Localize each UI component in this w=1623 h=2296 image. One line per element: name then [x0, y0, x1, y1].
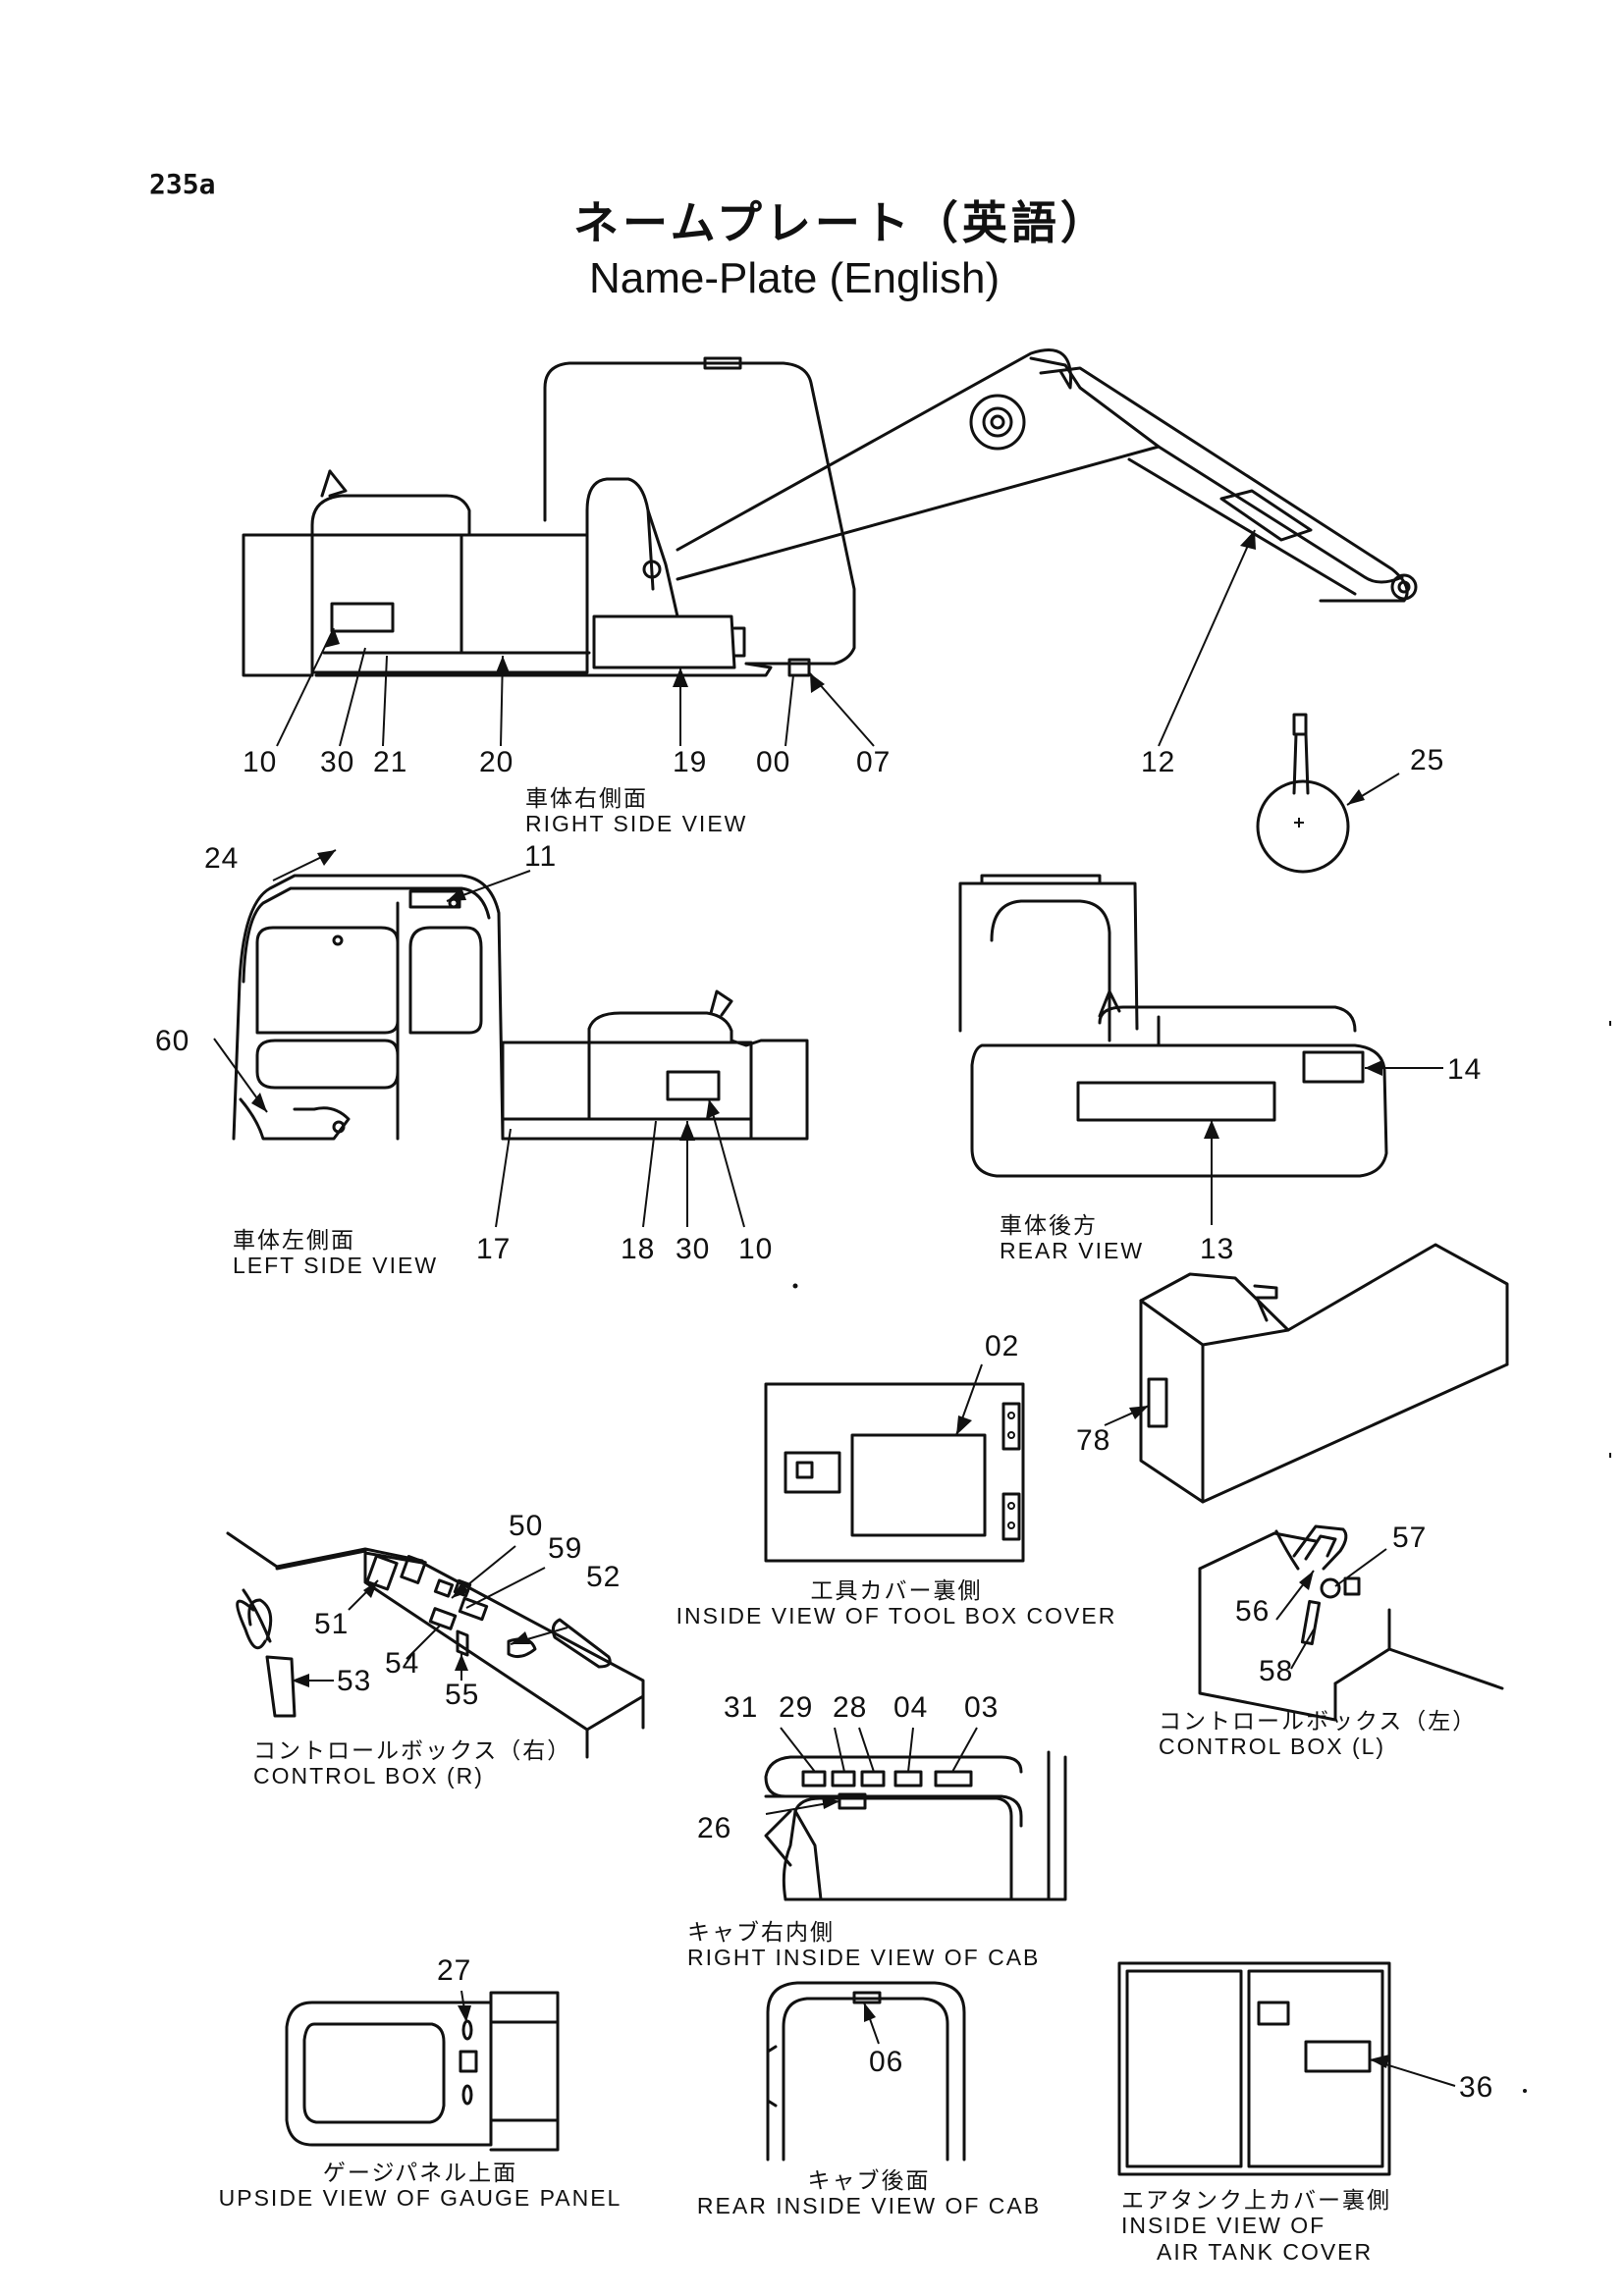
excavator-left-side-drawing	[213, 849, 809, 1228]
cab-rear-inside-caption-jp: キャブ後面	[807, 2167, 931, 2193]
callout-30-left: 30	[676, 1233, 711, 1265]
callout-51: 51	[314, 1608, 350, 1640]
title-japanese: ネームプレート（英語）	[573, 197, 1109, 248]
right-side-caption-jp: 車体右側面	[525, 785, 648, 811]
control-box-r-caption-jp: コントロールボックス（右）	[253, 1737, 572, 1763]
callout-13: 13	[1200, 1233, 1235, 1265]
callout-02: 02	[985, 1330, 1020, 1362]
control-box-l-caption-en: CONTROL BOX (L)	[1159, 1734, 1386, 1760]
callout-53: 53	[337, 1665, 372, 1697]
control-box-r-caption-en: CONTROL BOX (R)	[253, 1763, 484, 1789]
callout-24: 24	[204, 842, 240, 875]
cab-right-inside-caption-jp: キャブ右内側	[687, 1919, 835, 1945]
air-tank-caption: エアタンク上カバー裏側 INSIDE VIEW OF AIR TANK COVE…	[1121, 2187, 1391, 2265]
control-box-r-caption: コントロールボックス（右） CONTROL BOX (R)	[253, 1737, 571, 1789]
title-english: Name-Plate (English)	[589, 254, 1001, 302]
box-78-drawing	[1104, 1243, 1509, 1504]
callout-50: 50	[509, 1510, 544, 1542]
left-side-caption-en: LEFT SIDE VIEW	[233, 1253, 439, 1279]
callout-10-left: 10	[738, 1233, 774, 1265]
callout-52: 52	[586, 1561, 622, 1593]
callout-78: 78	[1076, 1424, 1111, 1457]
callout-19: 19	[673, 746, 708, 778]
callout-00: 00	[756, 746, 791, 778]
callout-27: 27	[437, 1954, 472, 1987]
left-side-caption: 車体左側面 LEFT SIDE VIEW	[233, 1227, 438, 1279]
callout-03: 03	[964, 1691, 1000, 1724]
tool-box-caption: 工具カバー裏側 INSIDE VIEW OF TOOL BOX COVER	[656, 1577, 1137, 1629]
tag-drawing	[1256, 713, 1400, 874]
air-tank-caption-en-2: AIR TANK COVER	[1157, 2238, 1374, 2265]
callout-04: 04	[893, 1691, 929, 1724]
air-tank-caption-en-1: INSIDE VIEW OF	[1121, 2213, 1326, 2239]
control-box-right-drawing	[226, 1531, 645, 1759]
callout-56: 56	[1235, 1595, 1271, 1628]
callout-12: 12	[1141, 746, 1176, 778]
callout-17: 17	[476, 1233, 512, 1265]
control-box-left-drawing	[1198, 1524, 1504, 1722]
excavator-right-side-drawing	[242, 348, 1418, 747]
gauge-panel-caption: ゲージパネル上面 UPSIDE VIEW OF GAUGE PANEL	[204, 2160, 636, 2212]
cab-rear-inside-drawing	[766, 1981, 966, 2162]
callout-26: 26	[697, 1812, 732, 1844]
callout-60: 60	[155, 1025, 190, 1057]
callout-36: 36	[1459, 2071, 1494, 2104]
cab-rear-inside-caption: キャブ後面 REAR INSIDE VIEW OF CAB	[677, 2167, 1060, 2219]
callout-55: 55	[445, 1679, 480, 1711]
callout-28: 28	[833, 1691, 868, 1724]
callout-06: 06	[869, 2046, 904, 2078]
cab-right-inside-caption-en: RIGHT INSIDE VIEW OF CAB	[687, 1945, 1041, 1971]
callout-21: 21	[373, 746, 408, 778]
tool-box-caption-jp: 工具カバー裏側	[810, 1577, 983, 1603]
callout-07: 07	[856, 746, 892, 778]
cab-right-inside-drawing	[764, 1727, 1067, 1901]
callout-25: 25	[1410, 744, 1445, 776]
gauge-panel-drawing	[285, 1990, 560, 2152]
cab-rear-inside-caption-en: REAR INSIDE VIEW OF CAB	[696, 2193, 1042, 2219]
callout-18: 18	[621, 1233, 656, 1265]
callout-54: 54	[385, 1647, 420, 1680]
air-tank-caption-jp: エアタンク上カバー裏側	[1121, 2187, 1391, 2213]
tool-box-cover-drawing	[764, 1363, 1025, 1563]
callout-29: 29	[779, 1691, 814, 1724]
right-side-caption: 車体右側面 RIGHT SIDE VIEW	[525, 785, 747, 837]
gauge-panel-caption-en: UPSIDE VIEW OF GAUGE PANEL	[218, 2185, 622, 2212]
page-number: 235a	[149, 168, 216, 200]
tool-box-caption-en: INSIDE VIEW OF TOOL BOX COVER	[676, 1603, 1117, 1629]
excavator-rear-drawing	[958, 874, 1443, 1225]
callout-20: 20	[479, 746, 514, 778]
callout-31: 31	[724, 1691, 759, 1724]
callout-58: 58	[1259, 1655, 1294, 1687]
rear-caption-en: REAR VIEW	[1000, 1238, 1145, 1264]
callout-11: 11	[524, 840, 558, 873]
callout-10: 10	[243, 746, 278, 778]
left-side-caption-jp: 車体左側面	[233, 1227, 355, 1253]
callout-57: 57	[1392, 1522, 1428, 1554]
rear-caption: 車体後方 REAR VIEW	[1000, 1212, 1144, 1264]
callout-14: 14	[1447, 1053, 1483, 1086]
right-side-caption-en: RIGHT SIDE VIEW	[525, 811, 748, 837]
rear-caption-jp: 車体後方	[1000, 1212, 1098, 1238]
control-box-l-caption-jp: コントロールボックス（左）	[1159, 1708, 1478, 1734]
callout-59: 59	[548, 1532, 583, 1565]
control-box-l-caption: コントロールボックス（左） CONTROL BOX (L)	[1159, 1708, 1477, 1760]
cab-right-inside-caption: キャブ右内側 RIGHT INSIDE VIEW OF CAB	[687, 1919, 1040, 1971]
callout-30: 30	[320, 746, 355, 778]
gauge-panel-caption-jp: ゲージパネル上面	[322, 2160, 518, 2185]
air-tank-cover-drawing	[1117, 1961, 1527, 2176]
